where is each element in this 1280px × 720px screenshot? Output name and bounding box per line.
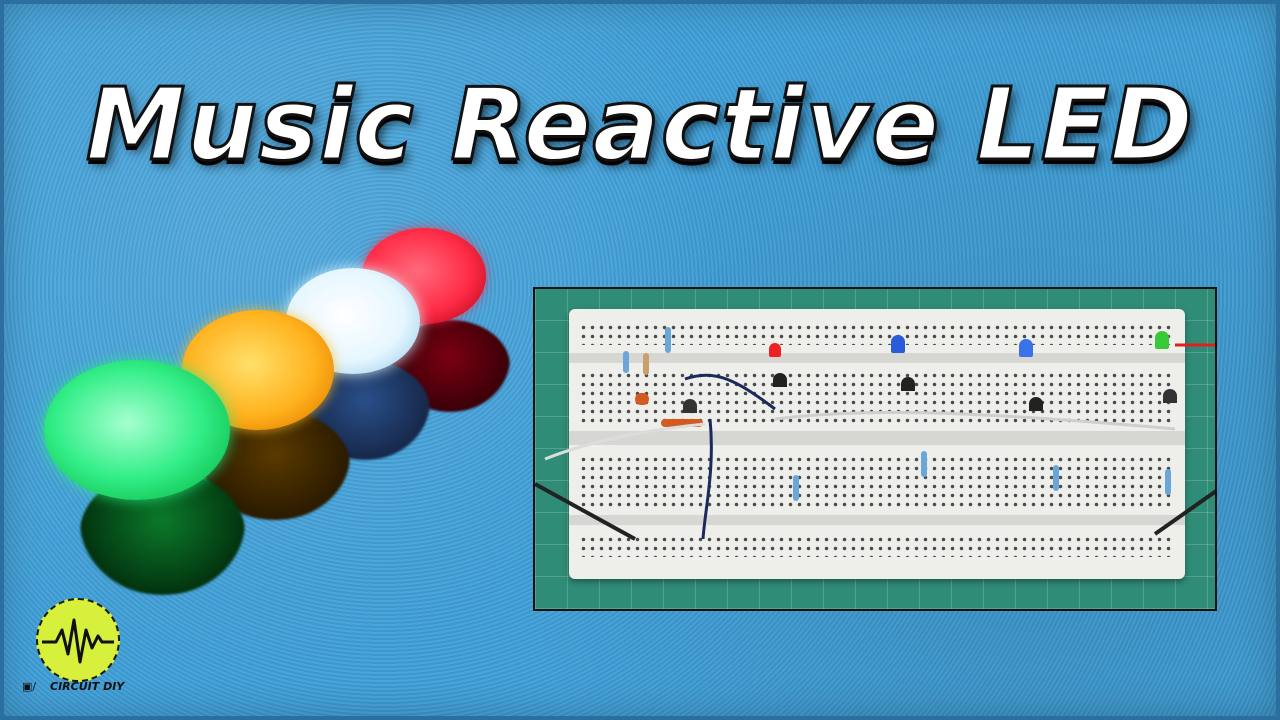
resistor bbox=[921, 451, 927, 477]
terminal-strip-bottom bbox=[579, 455, 1175, 507]
green-led-component bbox=[1155, 331, 1169, 349]
logo-text: CIRCUIT DIY bbox=[50, 680, 125, 693]
rail-divider-bottom bbox=[569, 515, 1185, 525]
transistor bbox=[1163, 389, 1177, 403]
resistor bbox=[1053, 465, 1059, 491]
resistor bbox=[1165, 469, 1171, 495]
page-title: Music Reactive LED bbox=[84, 65, 1195, 185]
waveform-logo-icon bbox=[36, 598, 120, 682]
green-led bbox=[44, 360, 230, 500]
capacitor bbox=[635, 393, 649, 405]
resistor bbox=[665, 327, 671, 353]
breadboard-photo bbox=[533, 287, 1217, 611]
capacitor-orange bbox=[661, 419, 703, 427]
resistor bbox=[793, 475, 799, 501]
transistor bbox=[683, 399, 697, 413]
circuit-diy-logo: ▣/ CIRCUIT DIY bbox=[22, 598, 142, 703]
rail-divider-top bbox=[569, 353, 1185, 363]
power-rail-bottom bbox=[579, 535, 1175, 557]
blue-led-component bbox=[1019, 339, 1033, 357]
led-cluster-image bbox=[40, 220, 510, 610]
resistor bbox=[643, 353, 649, 375]
transistor bbox=[773, 373, 787, 387]
center-channel bbox=[569, 431, 1185, 445]
blue-led-component bbox=[891, 335, 905, 353]
red-led-component bbox=[769, 343, 781, 357]
terminal-strip-top bbox=[579, 371, 1175, 423]
transistor bbox=[901, 377, 915, 391]
resistor bbox=[623, 351, 629, 373]
chip-icon: ▣/ bbox=[22, 680, 37, 693]
jumper-wires bbox=[535, 343, 1215, 541]
transistor bbox=[1029, 397, 1043, 411]
breadboard bbox=[569, 309, 1185, 579]
